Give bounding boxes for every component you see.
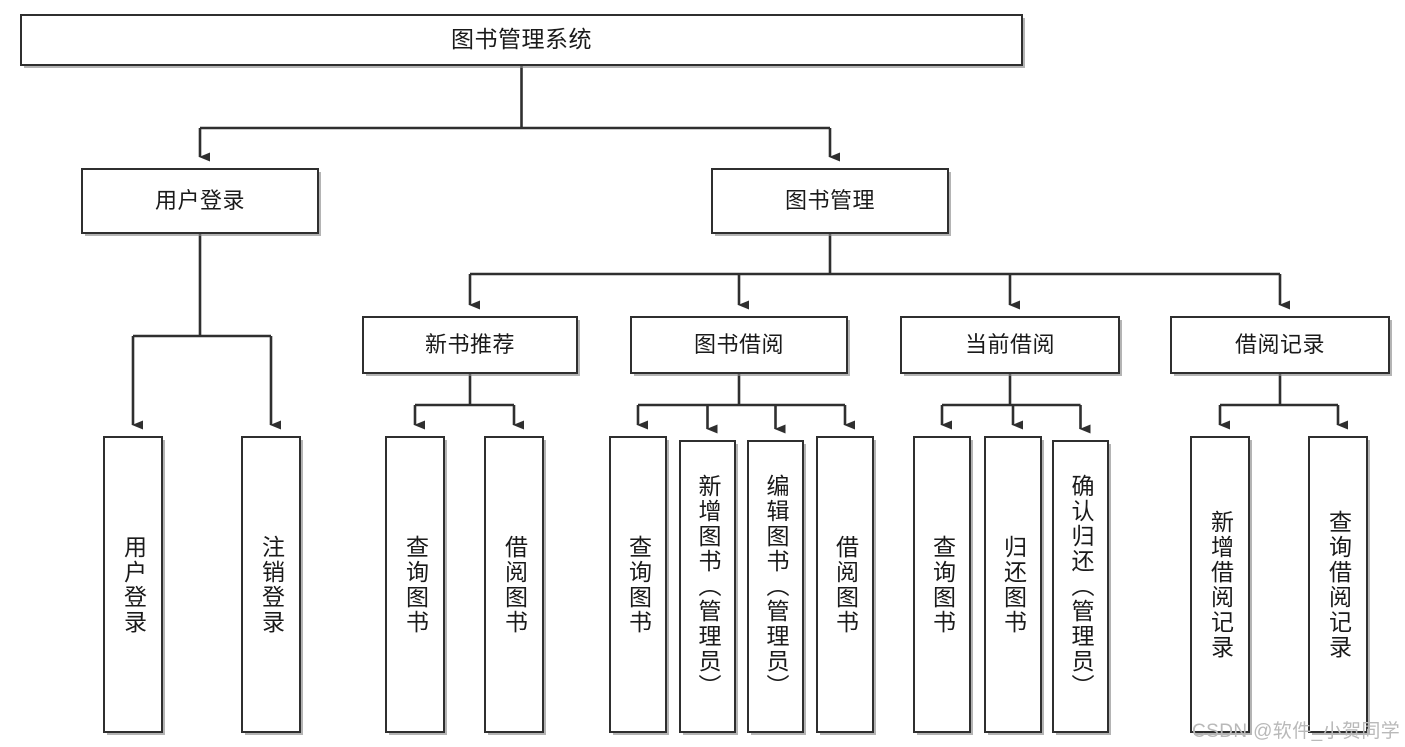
node-leaf-add-borrow-record[interactable]: 新增借阅记录 bbox=[1190, 436, 1250, 733]
node-leaf-borrow-book-b[interactable]: 借阅图书 bbox=[816, 436, 874, 733]
node-leaf-edit-book[interactable]: 编辑图书（管理员） bbox=[747, 440, 804, 733]
node-new-book-recommend[interactable]: 新书推荐 bbox=[362, 316, 578, 374]
node-leaf-query-borrow-record-label: 查询借阅记录 bbox=[1325, 509, 1352, 660]
node-leaf-query-book-a[interactable]: 查询图书 bbox=[385, 436, 445, 733]
node-leaf-borrow-book-b-label: 借阅图书 bbox=[832, 534, 859, 635]
node-leaf-query-book-c[interactable]: 查询图书 bbox=[913, 436, 971, 733]
node-leaf-confirm-return[interactable]: 确认归还（管理员） bbox=[1052, 440, 1109, 733]
node-leaf-edit-book-label: 编辑图书（管理员） bbox=[763, 474, 789, 699]
node-leaf-borrow-book-a[interactable]: 借阅图书 bbox=[484, 436, 544, 733]
node-root[interactable]: 图书管理系统 bbox=[20, 14, 1023, 66]
node-current-borrow-label: 当前借阅 bbox=[964, 331, 1055, 357]
node-book-manage-label: 图书管理 bbox=[784, 187, 875, 213]
node-leaf-query-book-b[interactable]: 查询图书 bbox=[609, 436, 667, 733]
node-book-borrow-label: 图书借阅 bbox=[693, 331, 784, 357]
node-leaf-add-book-label: 新增图书（管理员） bbox=[695, 474, 721, 699]
node-leaf-add-book[interactable]: 新增图书（管理员） bbox=[679, 440, 736, 733]
node-current-borrow[interactable]: 当前借阅 bbox=[900, 316, 1120, 374]
node-borrow-record[interactable]: 借阅记录 bbox=[1170, 316, 1390, 374]
node-leaf-confirm-return-label: 确认归还（管理员） bbox=[1068, 474, 1094, 699]
node-leaf-return-book-label: 归还图书 bbox=[1000, 534, 1027, 635]
node-leaf-logout[interactable]: 注销登录 bbox=[241, 436, 301, 733]
node-leaf-logout-label: 注销登录 bbox=[258, 534, 285, 635]
node-leaf-user-login[interactable]: 用户登录 bbox=[103, 436, 163, 733]
node-leaf-user-login-label: 用户登录 bbox=[120, 534, 147, 635]
node-book-manage[interactable]: 图书管理 bbox=[711, 168, 949, 234]
csdn-watermark: CSDN @软件_小贺同学 bbox=[1192, 721, 1401, 742]
node-new-book-recommend-label: 新书推荐 bbox=[424, 331, 515, 357]
node-leaf-borrow-book-a-label: 借阅图书 bbox=[501, 534, 528, 635]
node-leaf-add-borrow-record-label: 新增借阅记录 bbox=[1207, 509, 1234, 660]
node-user-login[interactable]: 用户登录 bbox=[81, 168, 319, 234]
node-borrow-record-label: 借阅记录 bbox=[1234, 331, 1325, 357]
node-book-borrow[interactable]: 图书借阅 bbox=[630, 316, 848, 374]
node-root-label: 图书管理系统 bbox=[451, 26, 592, 53]
node-leaf-query-book-a-label: 查询图书 bbox=[402, 534, 429, 635]
node-leaf-query-book-c-label: 查询图书 bbox=[929, 534, 956, 635]
node-leaf-return-book[interactable]: 归还图书 bbox=[984, 436, 1042, 733]
node-leaf-query-borrow-record[interactable]: 查询借阅记录 bbox=[1308, 436, 1368, 733]
node-leaf-query-book-b-label: 查询图书 bbox=[625, 534, 652, 635]
node-user-login-label: 用户登录 bbox=[154, 187, 245, 213]
